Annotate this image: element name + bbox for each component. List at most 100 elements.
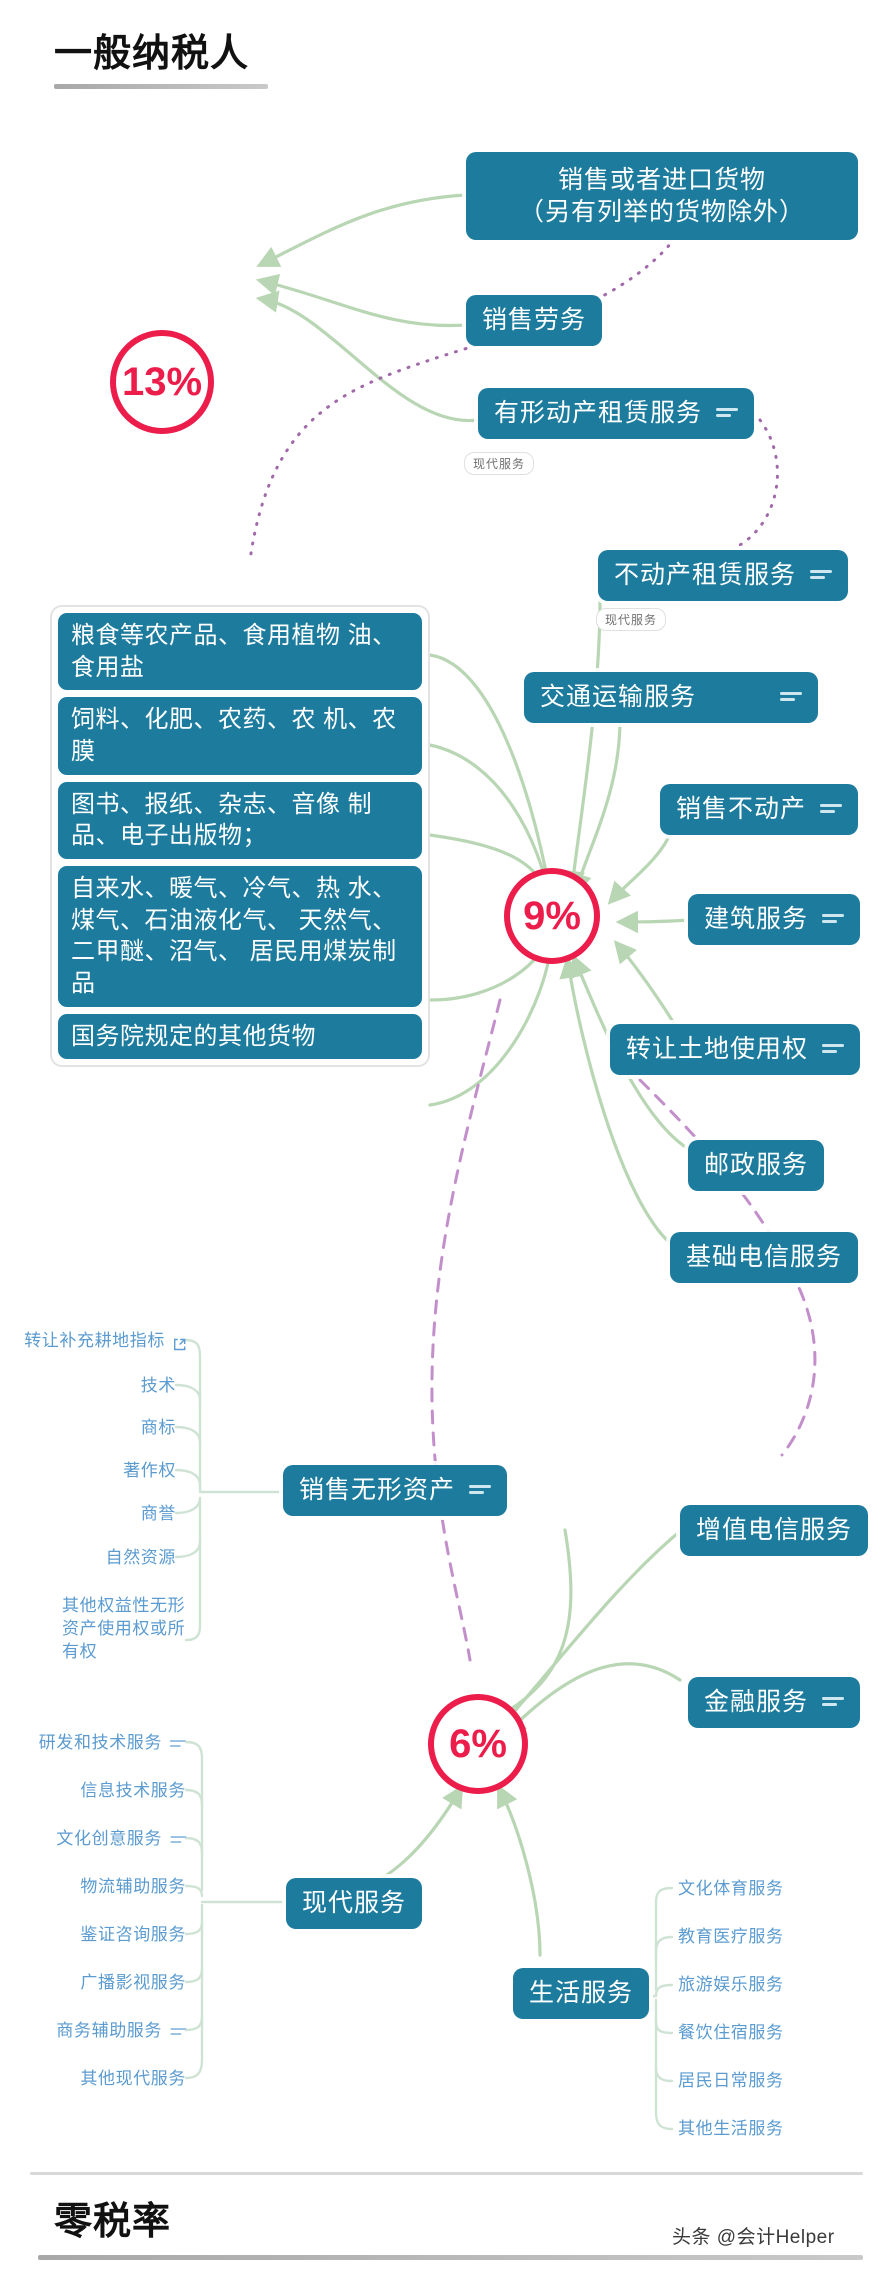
goods-item[interactable]: 国务院规定的其他货物 <box>58 1013 422 1060</box>
node-sell-or-import-goods[interactable]: 销售或者进口货物 （另有列举的货物除外） <box>466 152 858 240</box>
node-construction-service[interactable]: 建筑服务 <box>688 894 861 945</box>
leaf-business-auxiliary-service[interactable]: 商务辅助服务 <box>56 2020 186 2043</box>
node-label: 交通运输服务 <box>540 683 697 711</box>
node-label: 转让土地使用权 <box>626 1035 809 1063</box>
leaf-culture-sports-service[interactable]: 文化体育服务 <box>678 1878 784 1901</box>
watermark: 头条 @会计Helper <box>672 2227 835 2248</box>
footer-divider-bottom <box>38 2255 863 2260</box>
leaf-label: 物流辅助服务 <box>80 1877 186 1896</box>
leaf-trademark[interactable]: 商标 <box>141 1417 176 1440</box>
leaf-cultural-creative-service[interactable]: 文化创意服务 <box>56 1828 186 1851</box>
node-sell-services[interactable]: 销售劳务 <box>466 295 603 346</box>
menu-icon[interactable] <box>820 801 843 817</box>
node-life-service[interactable]: 生活服务 <box>513 1968 650 2019</box>
node-tangible-movable-property-leasing[interactable]: 有形动产租赁服务 <box>478 388 755 439</box>
node-sell-intangible-assets[interactable]: 销售无形资产 <box>283 1465 508 1516</box>
leaf-label: 广播影视服务 <box>80 1973 186 1992</box>
leaf-transfer-supplementary-farmland-quota[interactable]: 转让补充耕地指标 <box>24 1330 186 1353</box>
leaf-resident-daily-service[interactable]: 居民日常服务 <box>678 2070 784 2093</box>
leaf-label: 其他生活服务 <box>678 2119 784 2138</box>
goods-group-panel: 粮食等农产品、食用植物 油、食用盐 饲料、化肥、农药、农 机、农膜 图书、报纸、… <box>50 605 430 1068</box>
node-transfer-land-use-rights[interactable]: 转让土地使用权 <box>610 1024 861 1075</box>
leaf-label: 文化创意服务 <box>56 1829 162 1848</box>
external-link-icon[interactable] <box>173 1335 186 1351</box>
leaf-logistics-auxiliary-service[interactable]: 物流辅助服务 <box>80 1876 186 1899</box>
leaf-copyright[interactable]: 著作权 <box>123 1460 176 1483</box>
node-label: 金融服务 <box>704 1688 809 1716</box>
menu-icon[interactable] <box>170 1834 186 1845</box>
leaf-other-equity-intangible-rights[interactable]: 其他权益性无形 资产使用权或所 有权 <box>62 1595 185 1664</box>
tag-modern-service-1: 现代服务 <box>464 452 535 475</box>
leaf-label: 商务辅助服务 <box>56 2021 162 2040</box>
node-real-estate-leasing[interactable]: 不动产租赁服务 <box>598 550 849 601</box>
node-financial-service[interactable]: 金融服务 <box>688 1677 861 1728</box>
node-postal-service[interactable]: 邮政服务 <box>688 1140 825 1191</box>
leaf-rnd-and-tech-service[interactable]: 研发和技术服务 <box>39 1732 186 1755</box>
leaf-label: 其他现代服务 <box>80 2069 186 2088</box>
title-underline <box>54 84 268 89</box>
menu-icon[interactable] <box>716 405 739 421</box>
menu-icon[interactable] <box>170 1738 186 1749</box>
node-label: 邮政服务 <box>704 1151 809 1179</box>
node-value-added-telecom-service[interactable]: 增值电信服务 <box>680 1505 869 1556</box>
node-label: 不动产租赁服务 <box>614 561 797 589</box>
leaf-tourism-entertainment-service[interactable]: 旅游娱乐服务 <box>678 1974 784 1997</box>
leaf-label: 教育医疗服务 <box>678 1927 784 1946</box>
goods-item[interactable]: 自来水、暖气、冷气、热 水、煤气、石油液化气、 天然气、二甲醚、沼气、 居民用煤… <box>58 866 422 1007</box>
leaf-label: 研发和技术服务 <box>38 1733 162 1752</box>
footer-divider-top <box>30 2172 863 2175</box>
leaf-technology[interactable]: 技术 <box>141 1375 176 1398</box>
node-label: 销售劳务 <box>482 306 587 334</box>
leaf-label: 转让补充耕地指标 <box>24 1331 165 1350</box>
node-label: 生活服务 <box>529 1979 634 2007</box>
page-title: 一般纳税人 <box>54 33 250 75</box>
leaf-label: 信息技术服务 <box>80 1781 186 1800</box>
node-label: 现代服务 <box>302 1889 407 1917</box>
menu-icon[interactable] <box>810 567 833 583</box>
rate-circle-13: 13% <box>110 330 214 434</box>
leaf-goodwill[interactable]: 商誉 <box>141 1503 176 1526</box>
goods-item[interactable]: 饲料、化肥、农药、农 机、农膜 <box>58 697 422 775</box>
goods-item[interactable]: 粮食等农产品、食用植物 油、食用盐 <box>58 613 422 691</box>
leaf-verification-consulting-service[interactable]: 鉴证咨询服务 <box>80 1924 186 1947</box>
leaf-radio-film-tv-service[interactable]: 广播影视服务 <box>80 1972 186 1995</box>
leaf-label: 著作权 <box>123 1461 176 1480</box>
leaf-natural-resources[interactable]: 自然资源 <box>106 1547 176 1570</box>
node-modern-service[interactable]: 现代服务 <box>286 1878 423 1929</box>
node-label: 增值电信服务 <box>696 1516 853 1544</box>
leaf-label: 餐饮住宿服务 <box>678 2023 784 2042</box>
node-label: 基础电信服务 <box>686 1243 843 1271</box>
node-label: 销售不动产 <box>676 795 807 823</box>
leaf-label: 技术 <box>140 1376 176 1395</box>
leaf-education-medical-service[interactable]: 教育医疗服务 <box>678 1926 784 1949</box>
menu-icon[interactable] <box>469 1482 492 1498</box>
node-transportation-service[interactable]: 交通运输服务 <box>524 672 819 723</box>
leaf-label: 文化体育服务 <box>678 1879 784 1898</box>
leaf-it-service[interactable]: 信息技术服务 <box>80 1780 186 1803</box>
menu-icon[interactable] <box>170 2026 186 2037</box>
leaf-label: 旅游娱乐服务 <box>678 1975 784 1994</box>
menu-icon[interactable] <box>822 1694 845 1710</box>
tag-modern-service-2: 现代服务 <box>596 608 667 631</box>
menu-icon[interactable] <box>780 689 803 705</box>
leaf-catering-accommodation-service[interactable]: 餐饮住宿服务 <box>678 2022 784 2045</box>
node-basic-telecom-service[interactable]: 基础电信服务 <box>670 1232 859 1283</box>
node-sell-real-estate[interactable]: 销售不动产 <box>660 784 859 835</box>
node-label: 销售无形资产 <box>299 1476 456 1504</box>
footer-title: 零税率 <box>54 2201 172 2243</box>
leaf-label: 鉴证咨询服务 <box>80 1925 186 1944</box>
leaf-label: 居民日常服务 <box>678 2071 784 2090</box>
menu-icon[interactable] <box>822 1041 845 1057</box>
leaf-label: 商誉 <box>140 1504 176 1523</box>
node-label: 建筑服务 <box>704 905 809 933</box>
rate-circle-6: 6% <box>428 1694 528 1794</box>
leaf-other-modern-service[interactable]: 其他现代服务 <box>80 2068 186 2091</box>
leaf-label: 其他权益性无形 资产使用权或所 有权 <box>62 1596 186 1661</box>
menu-icon[interactable] <box>822 911 845 927</box>
leaf-other-life-service[interactable]: 其他生活服务 <box>678 2118 784 2141</box>
leaf-label: 商标 <box>140 1418 176 1437</box>
goods-item[interactable]: 图书、报纸、杂志、音像 制品、电子出版物； <box>58 781 422 860</box>
node-label: 有形动产租赁服务 <box>494 399 703 427</box>
leaf-label: 自然资源 <box>105 1548 176 1567</box>
